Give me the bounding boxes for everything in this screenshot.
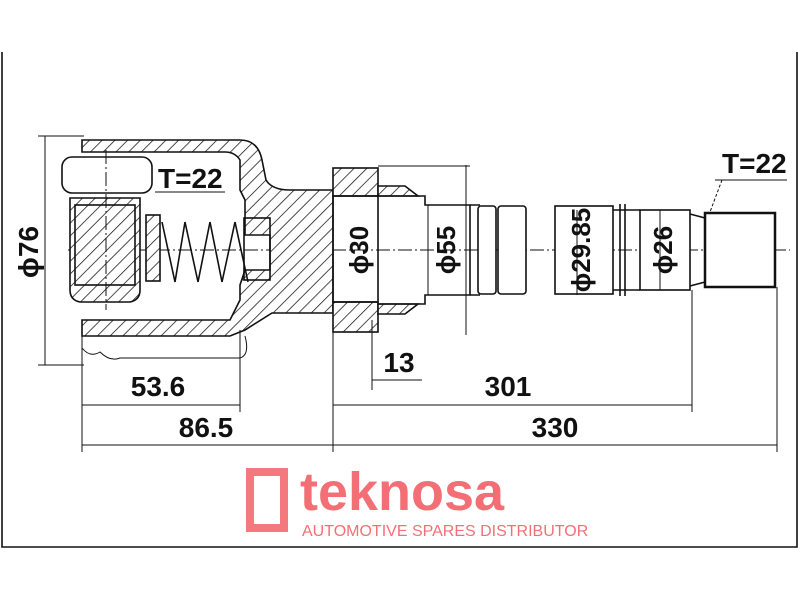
watermark-logo: teknosa AUTOMOTIVE SPARES DISTRIBUTOR [246, 462, 588, 540]
dim-outer-diameter: ϕ76 [13, 226, 44, 278]
dim-bearing-diameter: ϕ29.85 [566, 208, 596, 293]
joint-housing [61, 139, 334, 360]
dim-length-inner: 53.6 [131, 371, 186, 402]
dim-length-total: 330 [532, 412, 579, 443]
dim-inner-teeth: T=22 [158, 163, 223, 194]
spline-collar [332, 167, 421, 333]
dim-spline-diameter: ϕ30 [344, 226, 374, 274]
shaft-body [378, 195, 777, 305]
dim-shaft-diameter: ϕ26 [648, 226, 678, 274]
watermark-tagline: AUTOMOTIVE SPARES DISTRIBUTOR [302, 523, 588, 540]
watermark-brand: teknosa [300, 462, 505, 522]
dim-outer-teeth: T=22 [722, 148, 787, 179]
drawing-frame [1, 52, 798, 548]
dim-length-step: 13 [383, 347, 414, 378]
dim-seal-diameter: ϕ55 [431, 226, 461, 274]
dimension-lines [38, 135, 787, 452]
dim-length-joint: 86.5 [179, 412, 234, 443]
dim-length-shaft: 301 [485, 371, 532, 402]
